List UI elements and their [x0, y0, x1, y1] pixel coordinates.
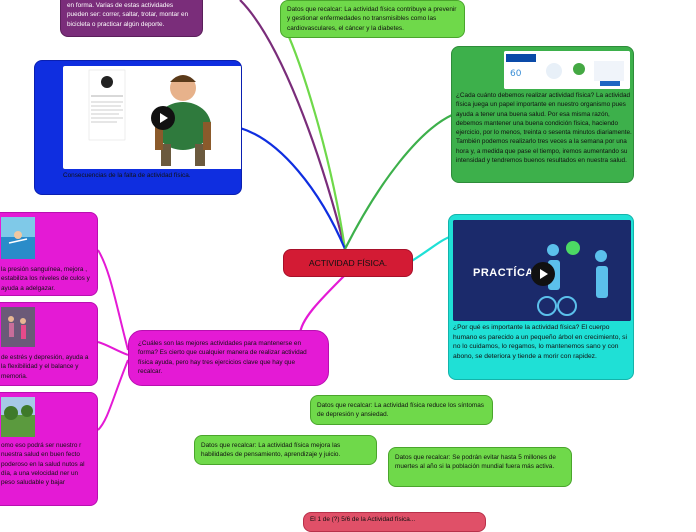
dance-class-photo	[1, 307, 35, 347]
infographic-thumbnail: 60	[504, 51, 630, 89]
node-green-habilidades-text: Datos que recalcar: La actividad física …	[201, 442, 341, 459]
node-video-left-caption: Consecuencias de la falta de actividad f…	[63, 172, 191, 179]
swimmer-image	[1, 217, 35, 259]
node-left-pink-2-text: de estrés y depresión, ayuda a la flexib…	[1, 354, 89, 380]
node-magenta-center[interactable]: ¿Cuáles son las mejores actividades para…	[128, 330, 329, 386]
park-image	[1, 397, 35, 437]
node-left-pink-3[interactable]: omo eso podrá ser nuestro r nuestra salu…	[0, 392, 98, 506]
node-bottom-red-partial[interactable]: El 1 de (?) 5/6 de la Actividad física..…	[303, 512, 486, 532]
link-to-top-left	[239, 0, 347, 250]
node-left-pink-1-text: la presión sanguínea, mejora , estabiliz…	[1, 266, 90, 292]
walking-park-photo	[1, 397, 35, 437]
node-left-pink-3-text: omo eso podrá ser nuestro r nuestra salu…	[1, 442, 85, 487]
node-green-habilidades[interactable]: Datos que recalcar: La actividad física …	[194, 435, 377, 465]
node-right-green[interactable]: 60 ¿Cada cuánto debemos realizar activid…	[451, 46, 634, 183]
link-magenta-to-left-2	[97, 341, 129, 356]
link-to-right-cyan	[409, 234, 453, 263]
node-left-pink-2[interactable]: de estrés y depresión, ayuda a la flexib…	[0, 302, 98, 386]
dancers-image	[1, 307, 35, 347]
node-top-center[interactable]: Datos que recalcar: La actividad física …	[280, 0, 465, 38]
link-magenta-to-left-3	[97, 359, 129, 431]
svg-text:60: 60	[510, 69, 522, 79]
who-infographic-icon: 60	[504, 51, 630, 89]
node-right-cyan-caption: ¿Por qué es importante la actividad físi…	[453, 324, 627, 361]
central-topic-title: ACTIVIDAD FÍSICA.	[308, 258, 388, 268]
node-top-center-text: Datos que recalcar: La actividad física …	[287, 6, 457, 32]
node-left-pink-1[interactable]: la presión sanguínea, mejora , estabiliz…	[0, 212, 98, 296]
video-thumbnail-left[interactable]	[63, 66, 241, 169]
play-icon[interactable]	[151, 106, 175, 130]
link-to-video-left	[239, 126, 347, 250]
node-video-left[interactable]: Consecuencias de la falta de actividad f…	[34, 60, 242, 195]
exercise-illustration	[453, 220, 631, 321]
node-green-muertes-text: Datos que recalcar: Se podrán evitar has…	[395, 454, 556, 471]
video-right-banner: PRACTÍCALA	[473, 267, 550, 279]
link-to-top-center	[284, 27, 347, 250]
node-top-left-partial[interactable]: en forma. Varias de estas actividades pu…	[60, 0, 203, 37]
node-magenta-center-text: ¿Cuáles son las mejores actividades para…	[138, 340, 307, 375]
node-right-green-text: ¿Cada cuánto debemos realizar actividad …	[456, 92, 632, 164]
node-green-muertes[interactable]: Datos que recalcar: Se podrán evitar has…	[388, 447, 572, 487]
node-green-depresion-text: Datos que recalcar: La actividad física …	[317, 402, 484, 419]
node-top-left-text: en forma. Varias de estas actividades pu…	[67, 2, 189, 28]
node-green-depresion[interactable]: Datos que recalcar: La actividad física …	[310, 395, 493, 425]
central-topic[interactable]: ACTIVIDAD FÍSICA.	[283, 249, 413, 277]
swimming-photo	[1, 217, 35, 259]
play-icon[interactable]	[531, 262, 555, 286]
link-magenta-to-left-1	[97, 249, 129, 351]
video-thumbnail-right[interactable]: PRACTÍCALA	[453, 220, 631, 321]
link-to-right-green	[344, 114, 453, 250]
mindmap-connectors	[97, 0, 453, 431]
link-to-magenta-center	[298, 274, 346, 336]
node-right-cyan[interactable]: PRACTÍCALA ¿Por qué es importante la act…	[448, 214, 634, 380]
